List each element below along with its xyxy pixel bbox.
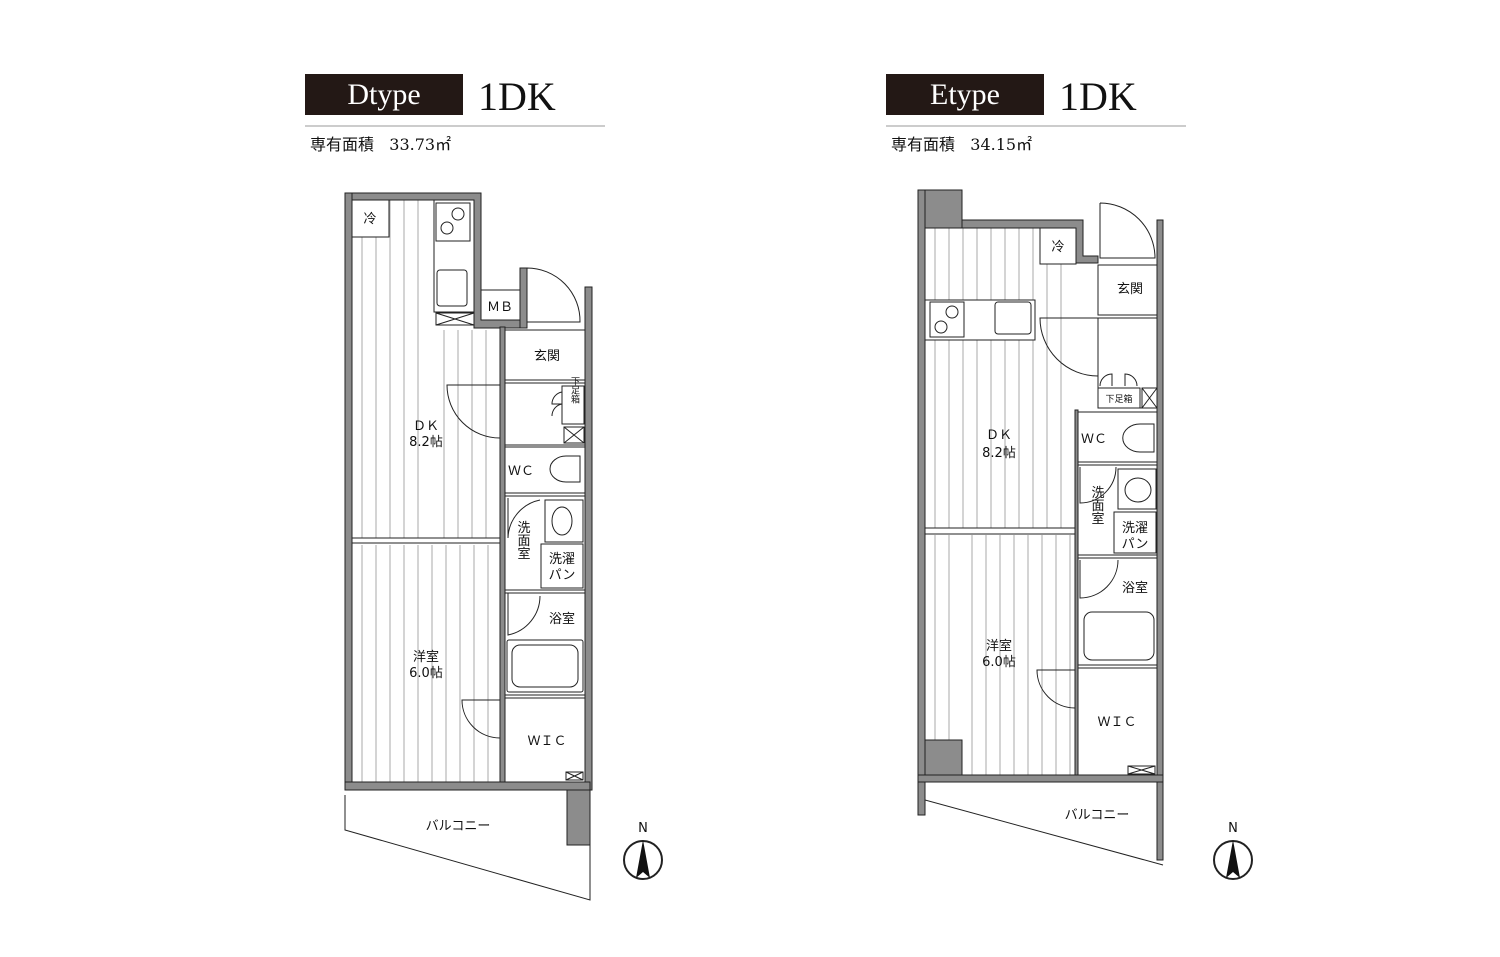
d-burner-icon xyxy=(451,207,465,221)
d-shoe-box xyxy=(561,385,585,425)
d-dk-divider xyxy=(351,537,501,544)
d-sink xyxy=(436,269,468,307)
e-right-wall xyxy=(1156,219,1164,861)
d-type-badge: Dtype xyxy=(305,74,463,115)
e-left-wall xyxy=(917,189,926,816)
d-dk-size: 8.2帖 xyxy=(409,435,443,450)
e-wash-door-icon[interactable] xyxy=(1079,466,1117,504)
e-shoe-box-label: 下足箱 xyxy=(1105,393,1132,405)
d-area-label: 専有面積 xyxy=(310,135,375,154)
e-bath-label: 浴室 xyxy=(1122,580,1148,596)
d-washpan-label-2: パン xyxy=(549,568,576,583)
e-western-size: 6.0帖 xyxy=(982,655,1016,670)
d-western-label: 洋室 xyxy=(413,649,439,665)
e-balcony-label: バルコニー xyxy=(1065,808,1130,823)
d-area: 専有面積 33.73㎡ xyxy=(310,131,451,155)
d-shoe-box-label: 下足箱 xyxy=(569,377,580,405)
d-bottom-wall xyxy=(344,781,591,791)
e-area-value: 34.15㎡ xyxy=(970,135,1033,154)
d-balcony-outline xyxy=(344,795,591,901)
e-wc-label: ＷＣ xyxy=(1081,432,1107,447)
d-entrance xyxy=(504,329,586,381)
e-washroom-label: 洗面室 xyxy=(1089,486,1105,525)
d-washroom-label: 洗面室 xyxy=(515,521,531,560)
d-wic-door-icon[interactable] xyxy=(461,699,501,739)
e-flooring-hatch xyxy=(934,228,1071,775)
e-layout-title: 1DK xyxy=(1059,74,1137,119)
e-washpan-label-2: パン xyxy=(1122,537,1149,552)
e-fridge-space xyxy=(1039,227,1077,265)
d-wic-label: ＷＩＣ xyxy=(527,734,566,749)
e-dk-divider xyxy=(924,527,1076,535)
e-dk-size: 8.2帖 xyxy=(982,446,1016,461)
d-mb-label: ＭＢ xyxy=(487,300,513,315)
d-entrance-label: 玄関 xyxy=(534,349,560,364)
d-washpan xyxy=(540,543,584,589)
d-left-wall xyxy=(344,192,353,791)
e-fridge-label: 冷 xyxy=(1051,240,1064,255)
e-western-label: 洋室 xyxy=(986,638,1012,654)
d-floor-plan: 冷 ＭＢ 玄関 下足箱 ＷＣ 洗面室 洗濯 パン 浴室 ＷＩＣ ＤＫ xyxy=(344,192,663,901)
e-toilet-icon xyxy=(1122,423,1155,453)
d-balcony-label: バルコニー xyxy=(426,819,491,834)
d-toilet-icon xyxy=(549,455,581,483)
e-washpan-label-1: 洗濯 xyxy=(1122,521,1148,536)
d-layout-title: 1DK xyxy=(478,74,556,119)
e-wic-door-icon[interactable] xyxy=(1036,669,1076,709)
e-stove xyxy=(929,301,965,338)
e-bottom-wall xyxy=(917,774,1164,783)
e-area: 専有面積 34.15㎡ xyxy=(891,131,1032,155)
d-wc-label: ＷＣ xyxy=(508,464,534,479)
e-divider xyxy=(886,125,1186,127)
e-bath-door-icon[interactable] xyxy=(1079,559,1119,599)
d-burner-icon xyxy=(440,221,454,235)
d-right-wall xyxy=(584,286,593,791)
e-type-badge: Etype xyxy=(886,74,1044,115)
d-partition xyxy=(499,326,506,783)
d-wic xyxy=(504,697,586,783)
d-basin xyxy=(544,499,584,543)
d-dk-door-icon[interactable] xyxy=(446,384,501,439)
d-divider xyxy=(305,125,605,127)
e-entrance-label: 玄関 xyxy=(1117,282,1143,297)
d-washpan-label-1: 洗濯 xyxy=(549,552,575,567)
e-shoe-box xyxy=(1097,387,1141,409)
e-area-label: 専有面積 xyxy=(891,135,956,154)
e-basin xyxy=(1117,468,1157,510)
d-entry-wall xyxy=(519,267,528,329)
d-bath-label: 浴室 xyxy=(549,611,575,627)
e-sink xyxy=(994,301,1032,335)
e-top-wall xyxy=(961,219,1099,264)
e-entry-door-icon[interactable] xyxy=(1099,202,1156,259)
e-bathtub-icon xyxy=(1083,611,1155,661)
d-dk-label: ＤＫ xyxy=(413,419,439,434)
e-floor-plan: 冷 玄関 下足箱 ＷＣ 洗面室 洗濯 パン 浴室 ＷＩＣ ＤＫ 8.2帖 洋室 … xyxy=(917,189,1253,880)
e-wic xyxy=(1077,667,1158,776)
d-wash-door-icon[interactable] xyxy=(507,498,541,539)
e-balcony-outline xyxy=(924,790,1164,866)
d-western-size: 6.0帖 xyxy=(409,666,443,681)
e-washpan xyxy=(1113,511,1157,554)
d-mb xyxy=(480,289,521,321)
d-shoe-door-icon xyxy=(551,391,563,417)
d-fridge-space xyxy=(351,199,390,238)
d-entry-door-icon[interactable] xyxy=(526,267,581,323)
d-stove xyxy=(435,202,471,242)
d-column xyxy=(566,781,591,846)
e-dk-label: ＤＫ xyxy=(986,428,1012,443)
d-north-label: N xyxy=(638,821,648,836)
e-shoe-door-icon xyxy=(1099,373,1138,387)
d-bathtub-icon xyxy=(511,644,579,688)
d-bath-door-icon[interactable] xyxy=(507,593,541,636)
e-dk-door-icon[interactable] xyxy=(1039,317,1099,377)
e-burner-icon xyxy=(945,305,959,319)
e-entrance xyxy=(1097,264,1158,316)
e-burner-icon xyxy=(934,320,948,334)
d-area-value: 33.73㎡ xyxy=(389,135,452,154)
d-flooring-hatch xyxy=(361,200,489,782)
d-fridge-label: 冷 xyxy=(363,212,376,227)
e-wic-label: ＷＩＣ xyxy=(1097,715,1136,730)
e-north-label: N xyxy=(1228,821,1238,836)
